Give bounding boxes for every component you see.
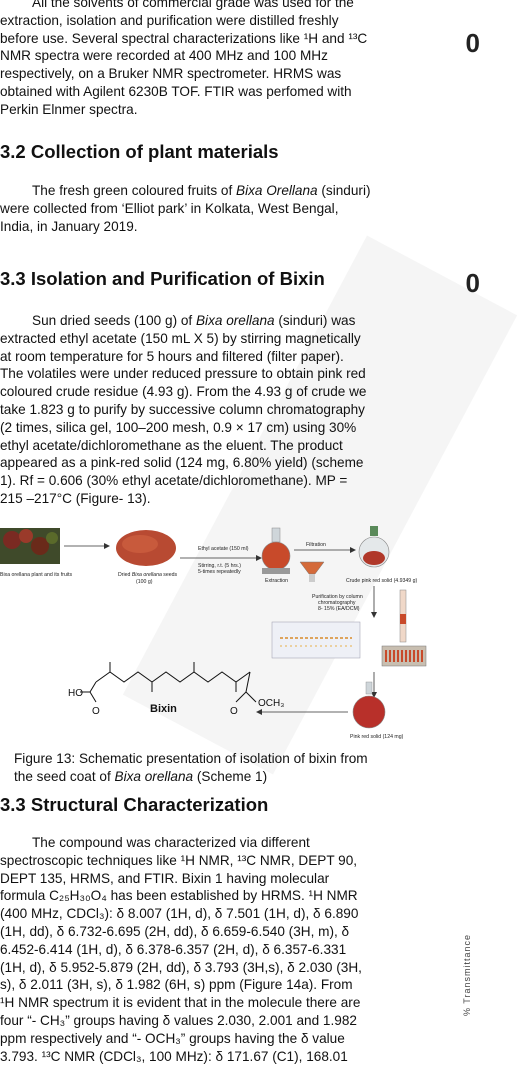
figure-13-scheme: Bixa orellana plant and its fruits Dried… [0,522,430,750]
solvent-label: Ethyl acetate (150 ml) [198,546,249,552]
species-name: Bixa Orellana [236,183,318,198]
structural-line: (400 MHz, CDCl₃): δ 8.007 (1H, d), δ 7.5… [0,906,359,922]
bixin-structure [80,662,257,703]
structural-line: formula C₂₅H₃₀O₄ has been established by… [0,888,358,904]
plant-photo [0,528,60,564]
section-heading-isolation: 3.3 Isolation and Purification of Bixin [0,268,325,289]
intro-line: obtained with Agilent 6230B TOF. FTIR wa… [0,83,352,99]
isolation-line: Sun dried seeds (100 g) of Bixa orellana… [0,312,410,330]
collection-line: India, in January 2019. [0,218,138,234]
extraction-label: Extraction [265,578,288,584]
isolation-line: (2 times, silica gel, 100–200 mesh, 0.9 … [0,419,357,435]
plant-label: Bixa orellana plant and its fruits [0,572,72,578]
structural-line: spectroscopic techniques like ¹H NMR, ¹³… [0,852,358,868]
structural-line: (1H, dd), δ 6.732-6.695 (2H, dd), δ 6.65… [0,923,350,939]
arrowhead [256,709,262,715]
repeat-label: 5-times repeatedly [198,569,241,575]
text-run: The fresh green coloured fruits of [32,183,237,198]
text-run: (sinduri) was [274,313,356,328]
intro-line: Perkin Elnmer spectra. [0,101,138,117]
structural-line: ppm respectively and “- OCH₃” groups hav… [0,1030,345,1046]
crude-label: Crude pink red solid (4.9349 g) [346,578,417,584]
seeds-photo [116,530,176,566]
hydroxyl-group: HO [68,688,83,699]
section-heading-collection: 3.2 Collection of plant materials [0,141,279,162]
species-name: Bixa orellana [195,313,275,328]
arrowhead [350,547,356,553]
arrowhead [256,555,262,561]
final-flask [352,681,386,729]
collection-paragraph: The fresh green coloured fruits of Bixa … [0,182,410,235]
crude-flask [358,526,390,568]
text-run: (sinduri) [317,183,371,198]
intro-line: extraction, isolation and purification w… [0,12,339,28]
structural-line: four “- CH₃” groups having δ values 2.03… [0,1012,357,1028]
structural-paragraph: The compound was characterized via diffe… [0,834,410,1065]
isolation-line: 1). Rf = 0.606 (30% ethyl acetate/dichlo… [0,473,348,489]
intro-paragraph: All the solvents of commercial grade was… [0,0,410,119]
caption-line: Figure 13: Schematic presentation of iso… [14,751,368,766]
collection-line: The fresh green coloured fruits of Bixa … [0,182,410,200]
margin-glyph-top: 0 [465,28,480,58]
intro-line: All the solvents of commercial grade was… [32,0,354,10]
isolation-line: ethyl acetate/dichloromethane as the elu… [0,437,343,453]
arrowhead [371,692,377,698]
structural-line: The compound was characterized via diffe… [32,835,310,850]
figure-caption: Figure 13: Schematic presentation of iso… [14,750,410,786]
seeds-label: Dried Bixa orellana seeds [118,572,178,578]
species-name: Bixa orellana [114,769,194,784]
text-run: seeds [162,572,178,578]
intro-line: respectively, on a Bruker NMR spectromet… [0,66,342,82]
isolation-line: at room temperature for 5 hours and filt… [0,348,344,364]
isolation-line: The volatiles were under reduced pressur… [0,366,366,382]
intro-line: before use. Several spectral characteriz… [0,30,368,46]
collection-line: were collected from ‘Elliot park’ in Kol… [0,200,339,216]
filtration-funnel [299,561,325,582]
structural-line: s), δ 2.011 (3H, s), δ 1.982 (6H, s) ppm… [0,977,353,993]
arrowhead [371,612,377,618]
purification-label-2: chromatography [318,600,356,606]
filtration-label: Filtration [306,542,326,548]
text-run: Dried [118,572,132,578]
text-run: Sun dried seeds (100 g) of [32,313,196,328]
purification-label-1: Purification by column [312,594,363,600]
structural-line: 3.793. ¹³C NMR (CDCl₃, 100 MHz): δ 171.6… [0,1048,348,1064]
side-axis-label: % Transmittance [462,933,472,1016]
margin-glyph-middle: 0 [465,268,480,298]
isolation-line: take 1.823 g to purify by successive col… [0,401,365,417]
conditions-label: Stirring, r.t. (5 hrs.) [198,563,241,569]
structural-line: DEPT 135, HRMS, and FTIR. Bixin 1 having… [0,870,330,886]
isolation-line: extracted ethyl acetate (150 mL X 5) by … [0,330,361,346]
isolation-paragraph: Sun dried seeds (100 g) of Bixa orellana… [0,312,410,508]
scheme-graphic: Bixa orellana plant and its fruits Dried… [0,526,427,740]
arrowhead [104,543,110,549]
structural-line: ¹H NMR spectrum it is evident that in th… [0,995,361,1011]
carbonyl-oxygen-2: O [230,706,238,717]
chromatography-column [399,589,407,643]
test-tube-rack [381,645,427,667]
structural-line: (1H, d), δ 5.952-5.879 (2H, dd), δ 3.793… [0,959,362,975]
isolation-line: 215 –217°C (Figure- 13). [0,490,151,506]
structural-line: 6.452-6.414 (1H, d), δ 6.378-6.357 (2H, … [0,941,347,957]
seeds-mass: (100 g) [136,579,153,585]
species-name: Bixa orellana [132,572,162,578]
text-run: the seed coat of [14,769,115,784]
tlc-plate [271,621,361,659]
isolation-line: coloured crude residue (4.93 g). From th… [0,384,367,400]
section-heading-structural: 3.3 Structural Characterization [0,794,269,815]
purification-label-3: 8- 15% (EA/DCM) [318,606,360,612]
extraction-flask [261,527,291,574]
methoxy-group: OCH₃ [258,698,284,709]
caption-line: the seed coat of Bixa orellana (Scheme 1… [14,768,410,786]
compound-name: Bixin [150,703,177,715]
text-run: (Scheme 1) [193,769,268,784]
intro-line: NMR spectra were recorded at 400 MHz and… [0,48,328,64]
final-label: Pink red solid (124 mg) [350,734,404,740]
carbonyl-oxygen-1: O [92,706,100,717]
isolation-line: appeared as a pink-red solid (124 mg, 6.… [0,455,364,471]
